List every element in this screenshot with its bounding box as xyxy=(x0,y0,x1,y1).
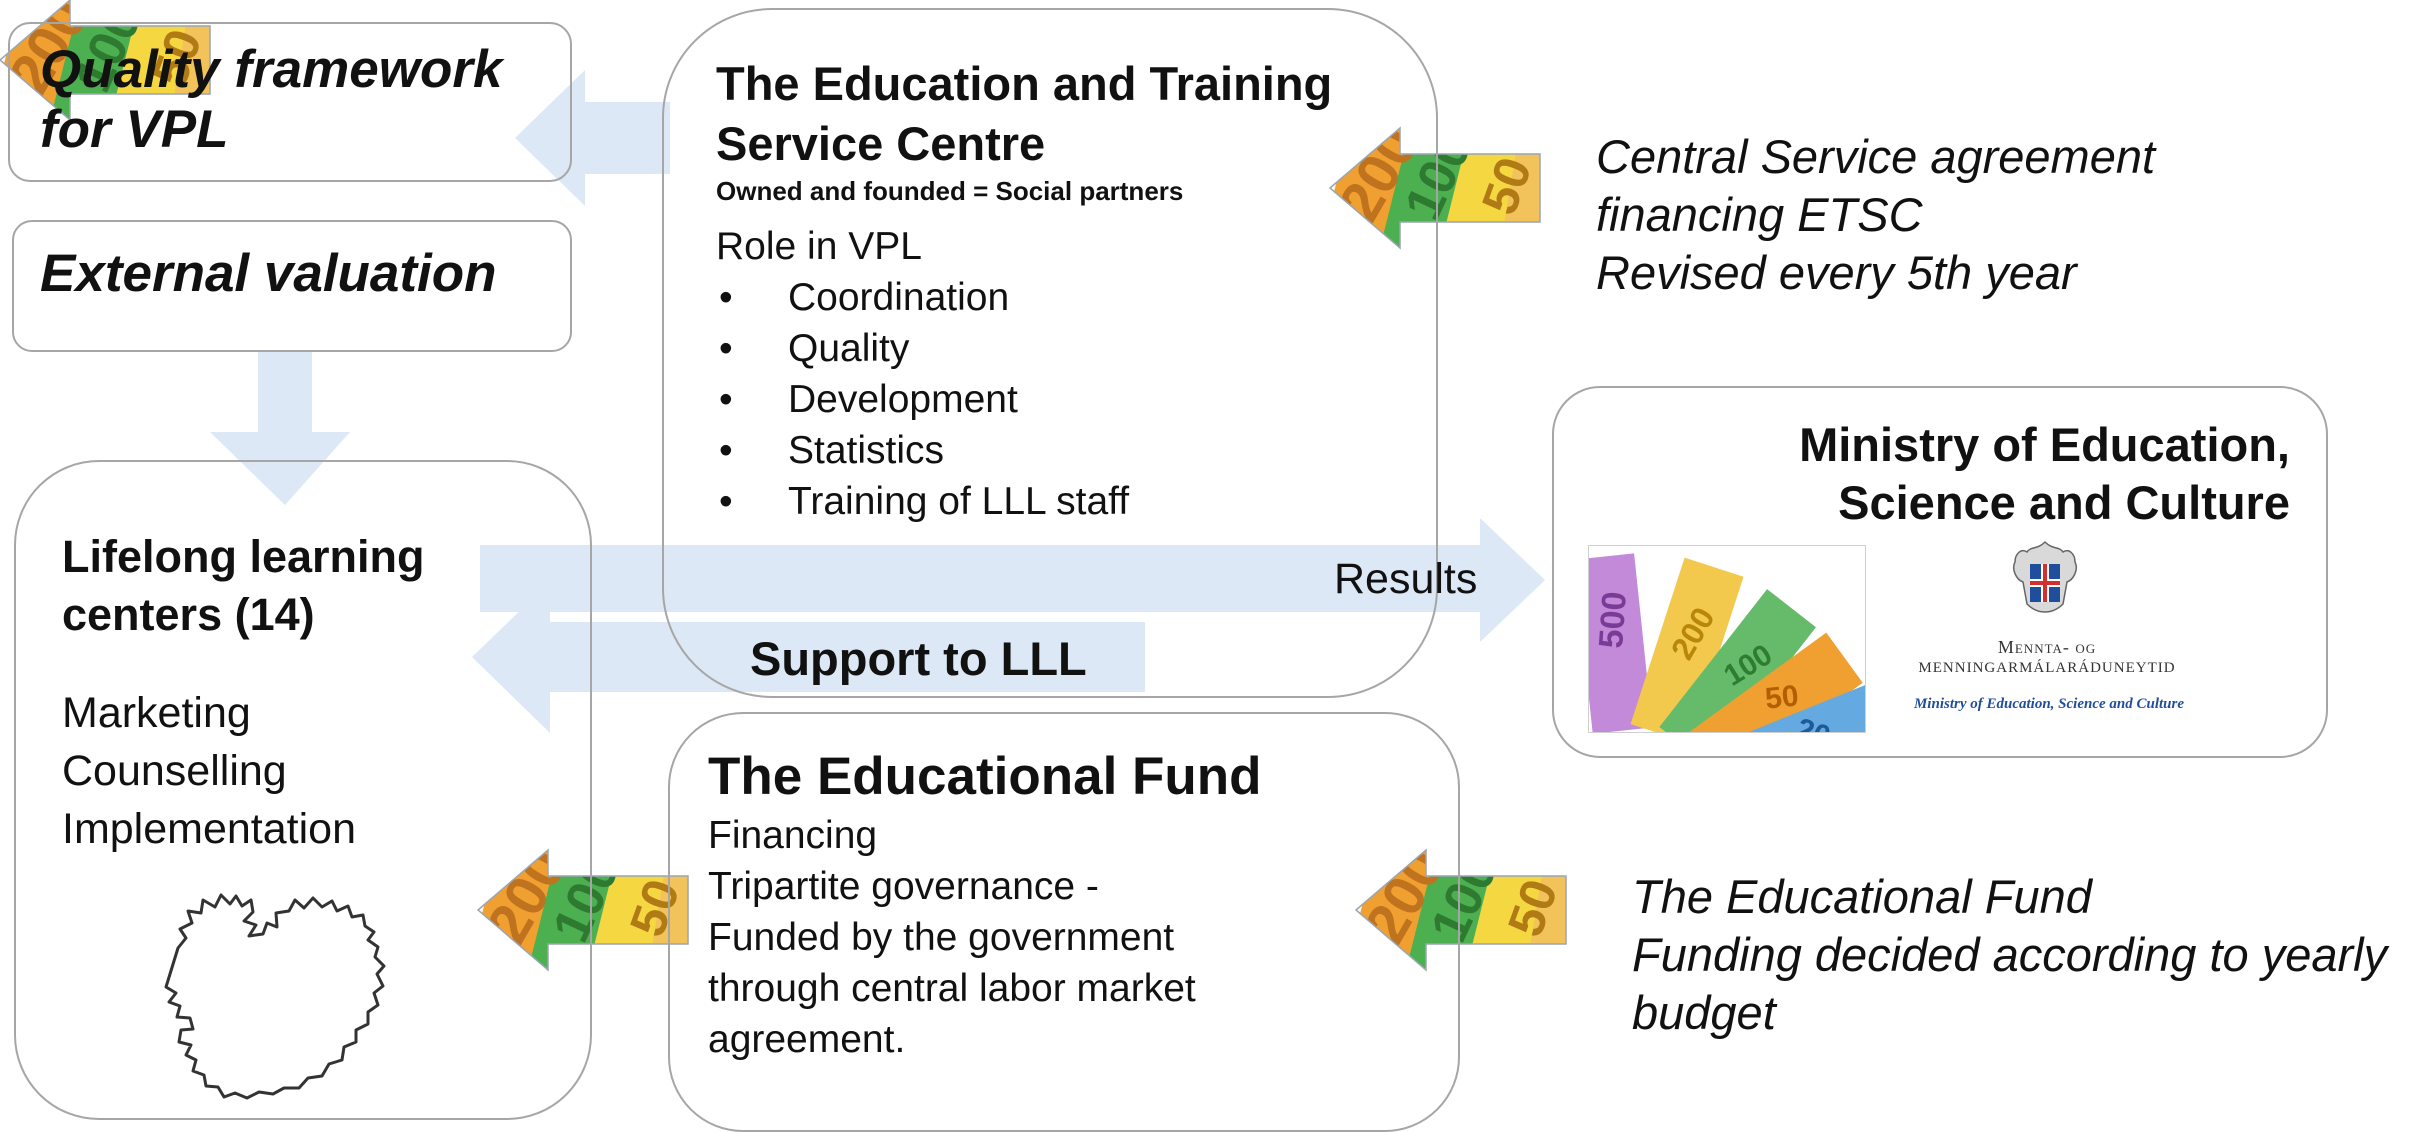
etsc-role-item: Coordination xyxy=(716,272,1332,323)
etsc-role-item: Development xyxy=(716,374,1332,425)
lll-centers-title-line2: centers (14) xyxy=(62,586,425,644)
etsc-title-line1: The Education and Training xyxy=(716,54,1332,114)
educational-fund-line: Financing xyxy=(708,810,1262,861)
educational-fund-title: The Educational Fund xyxy=(708,744,1262,810)
ministry-box: Ministry of Education, Science and Cultu… xyxy=(1552,386,2328,758)
external-valuation-box: External valuation xyxy=(12,220,572,352)
etsc-role-item: Statistics xyxy=(716,425,1332,476)
lll-centers-item: Implementation xyxy=(62,800,425,858)
results-label: Results xyxy=(1334,552,1477,606)
etsc-box: The Education and Training Service Centr… xyxy=(662,8,1438,698)
lll-centers-title-line1: Lifelong learning xyxy=(62,528,425,586)
educational-fund-line: through central labor market xyxy=(708,963,1262,1014)
ministry-title-line2: Science and Culture xyxy=(1799,474,2290,532)
ministry-logo-line1: Mennta- og xyxy=(1914,636,2180,658)
etsc-role-list: Coordination Quality Development Statist… xyxy=(716,272,1332,527)
etsc-role-heading: Role in VPL xyxy=(716,222,1332,272)
coat-of-arms-icon xyxy=(2004,538,2086,616)
quality-framework-title-line2: for VPL xyxy=(40,100,502,160)
educational-fund-line: Funded by the government xyxy=(708,912,1262,963)
educational-fund-line: Tripartite governance - xyxy=(708,861,1262,912)
support-to-lll-label: Support to LLL xyxy=(750,630,1087,688)
euro-banknotes-image: 500 200 100 50 20 10 xyxy=(1588,545,1866,733)
quality-framework-box: Quality framework for VPL xyxy=(8,22,572,182)
central-service-note-line: Revised every 5th year xyxy=(1596,244,2155,302)
educational-fund-note-line: budget xyxy=(1632,984,2387,1042)
etsc-role-item: Quality xyxy=(716,323,1332,374)
central-service-note-line: financing ETSC xyxy=(1596,186,2155,244)
ministry-title-line1: Ministry of Education, xyxy=(1799,416,2290,474)
lll-centers-item: Marketing xyxy=(62,684,425,742)
educational-fund-note-line: Funding decided according to yearly xyxy=(1632,926,2387,984)
central-service-note-line: Central Service agreement xyxy=(1596,128,2155,186)
lll-centers-box: Lifelong learning centers (14) Marketing… xyxy=(14,460,592,1120)
etsc-title-line2: Service Centre xyxy=(716,114,1332,174)
educational-fund-note-line: The Educational Fund xyxy=(1632,868,2387,926)
lll-centers-item: Counselling xyxy=(62,742,425,800)
etsc-role-item: Training of LLL staff xyxy=(716,476,1332,527)
ministry-logo-line2: menningarmálaráduneytid xyxy=(1914,658,2180,678)
educational-fund-note: The Educational Fund Funding decided acc… xyxy=(1632,868,2387,1042)
ministry-logo-english: Ministry of Education, Science and Cultu… xyxy=(1894,696,2204,713)
external-valuation-title: External valuation xyxy=(40,244,497,304)
educational-fund-box: The Educational Fund Financing Tripartit… xyxy=(668,712,1460,1132)
banknote-label: 500 xyxy=(1592,590,1634,649)
quality-framework-title-line1: Quality framework xyxy=(40,40,502,100)
educational-fund-line: agreement. xyxy=(708,1014,1262,1065)
central-service-note: Central Service agreement financing ETSC… xyxy=(1596,128,2155,302)
etsc-subtitle: Owned and founded = Social partners xyxy=(716,174,1332,208)
banknote-label: 50 xyxy=(1764,679,1801,715)
